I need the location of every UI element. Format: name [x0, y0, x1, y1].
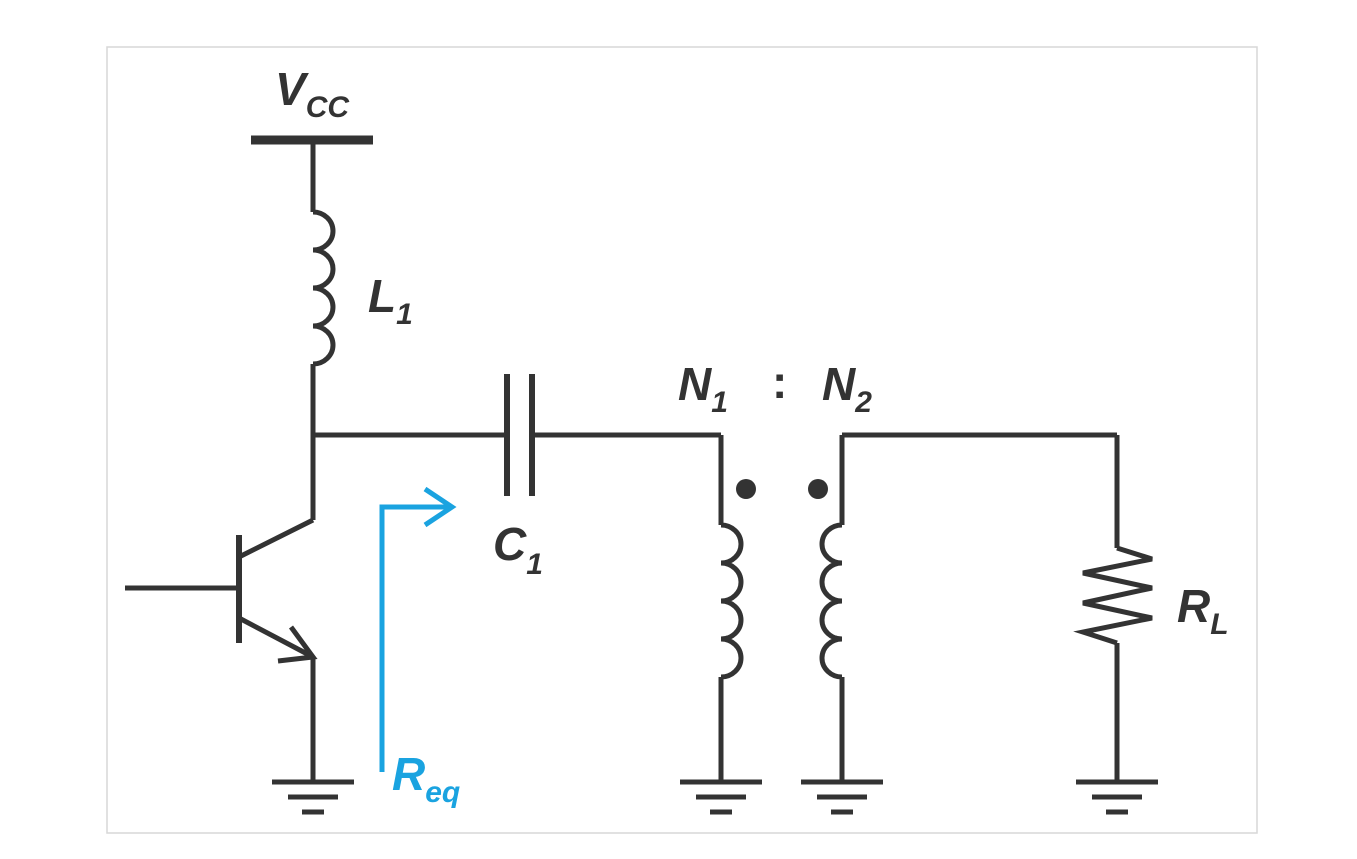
transistor-emitter-leg [237, 615, 315, 660]
c1-label: C1 [493, 518, 543, 581]
inductor-l1 [312, 209, 336, 367]
diagram-frame [106, 46, 1258, 834]
rl-label: RL [1177, 580, 1229, 641]
transformer-primary-winding [720, 522, 744, 680]
ground-icon [801, 779, 883, 815]
secondary-polarity-dot-icon [808, 479, 828, 499]
ground-icon [1076, 779, 1158, 815]
n1-label: N1 [678, 358, 728, 419]
transistor-collector-leg [237, 517, 315, 560]
ground-icon [272, 779, 354, 815]
req-label: Req [392, 748, 460, 809]
primary-polarity-dot-icon [736, 479, 756, 499]
turns-ratio-colon: : [772, 356, 787, 408]
req-arrow-icon [379, 486, 457, 772]
n2-label: N2 [822, 358, 872, 419]
ground-icon [680, 779, 762, 815]
vcc-label: VCC [275, 63, 350, 124]
l1-label: L1 [368, 270, 413, 331]
transformer-secondary-winding [819, 522, 843, 680]
resistor-rl [1073, 545, 1153, 646]
